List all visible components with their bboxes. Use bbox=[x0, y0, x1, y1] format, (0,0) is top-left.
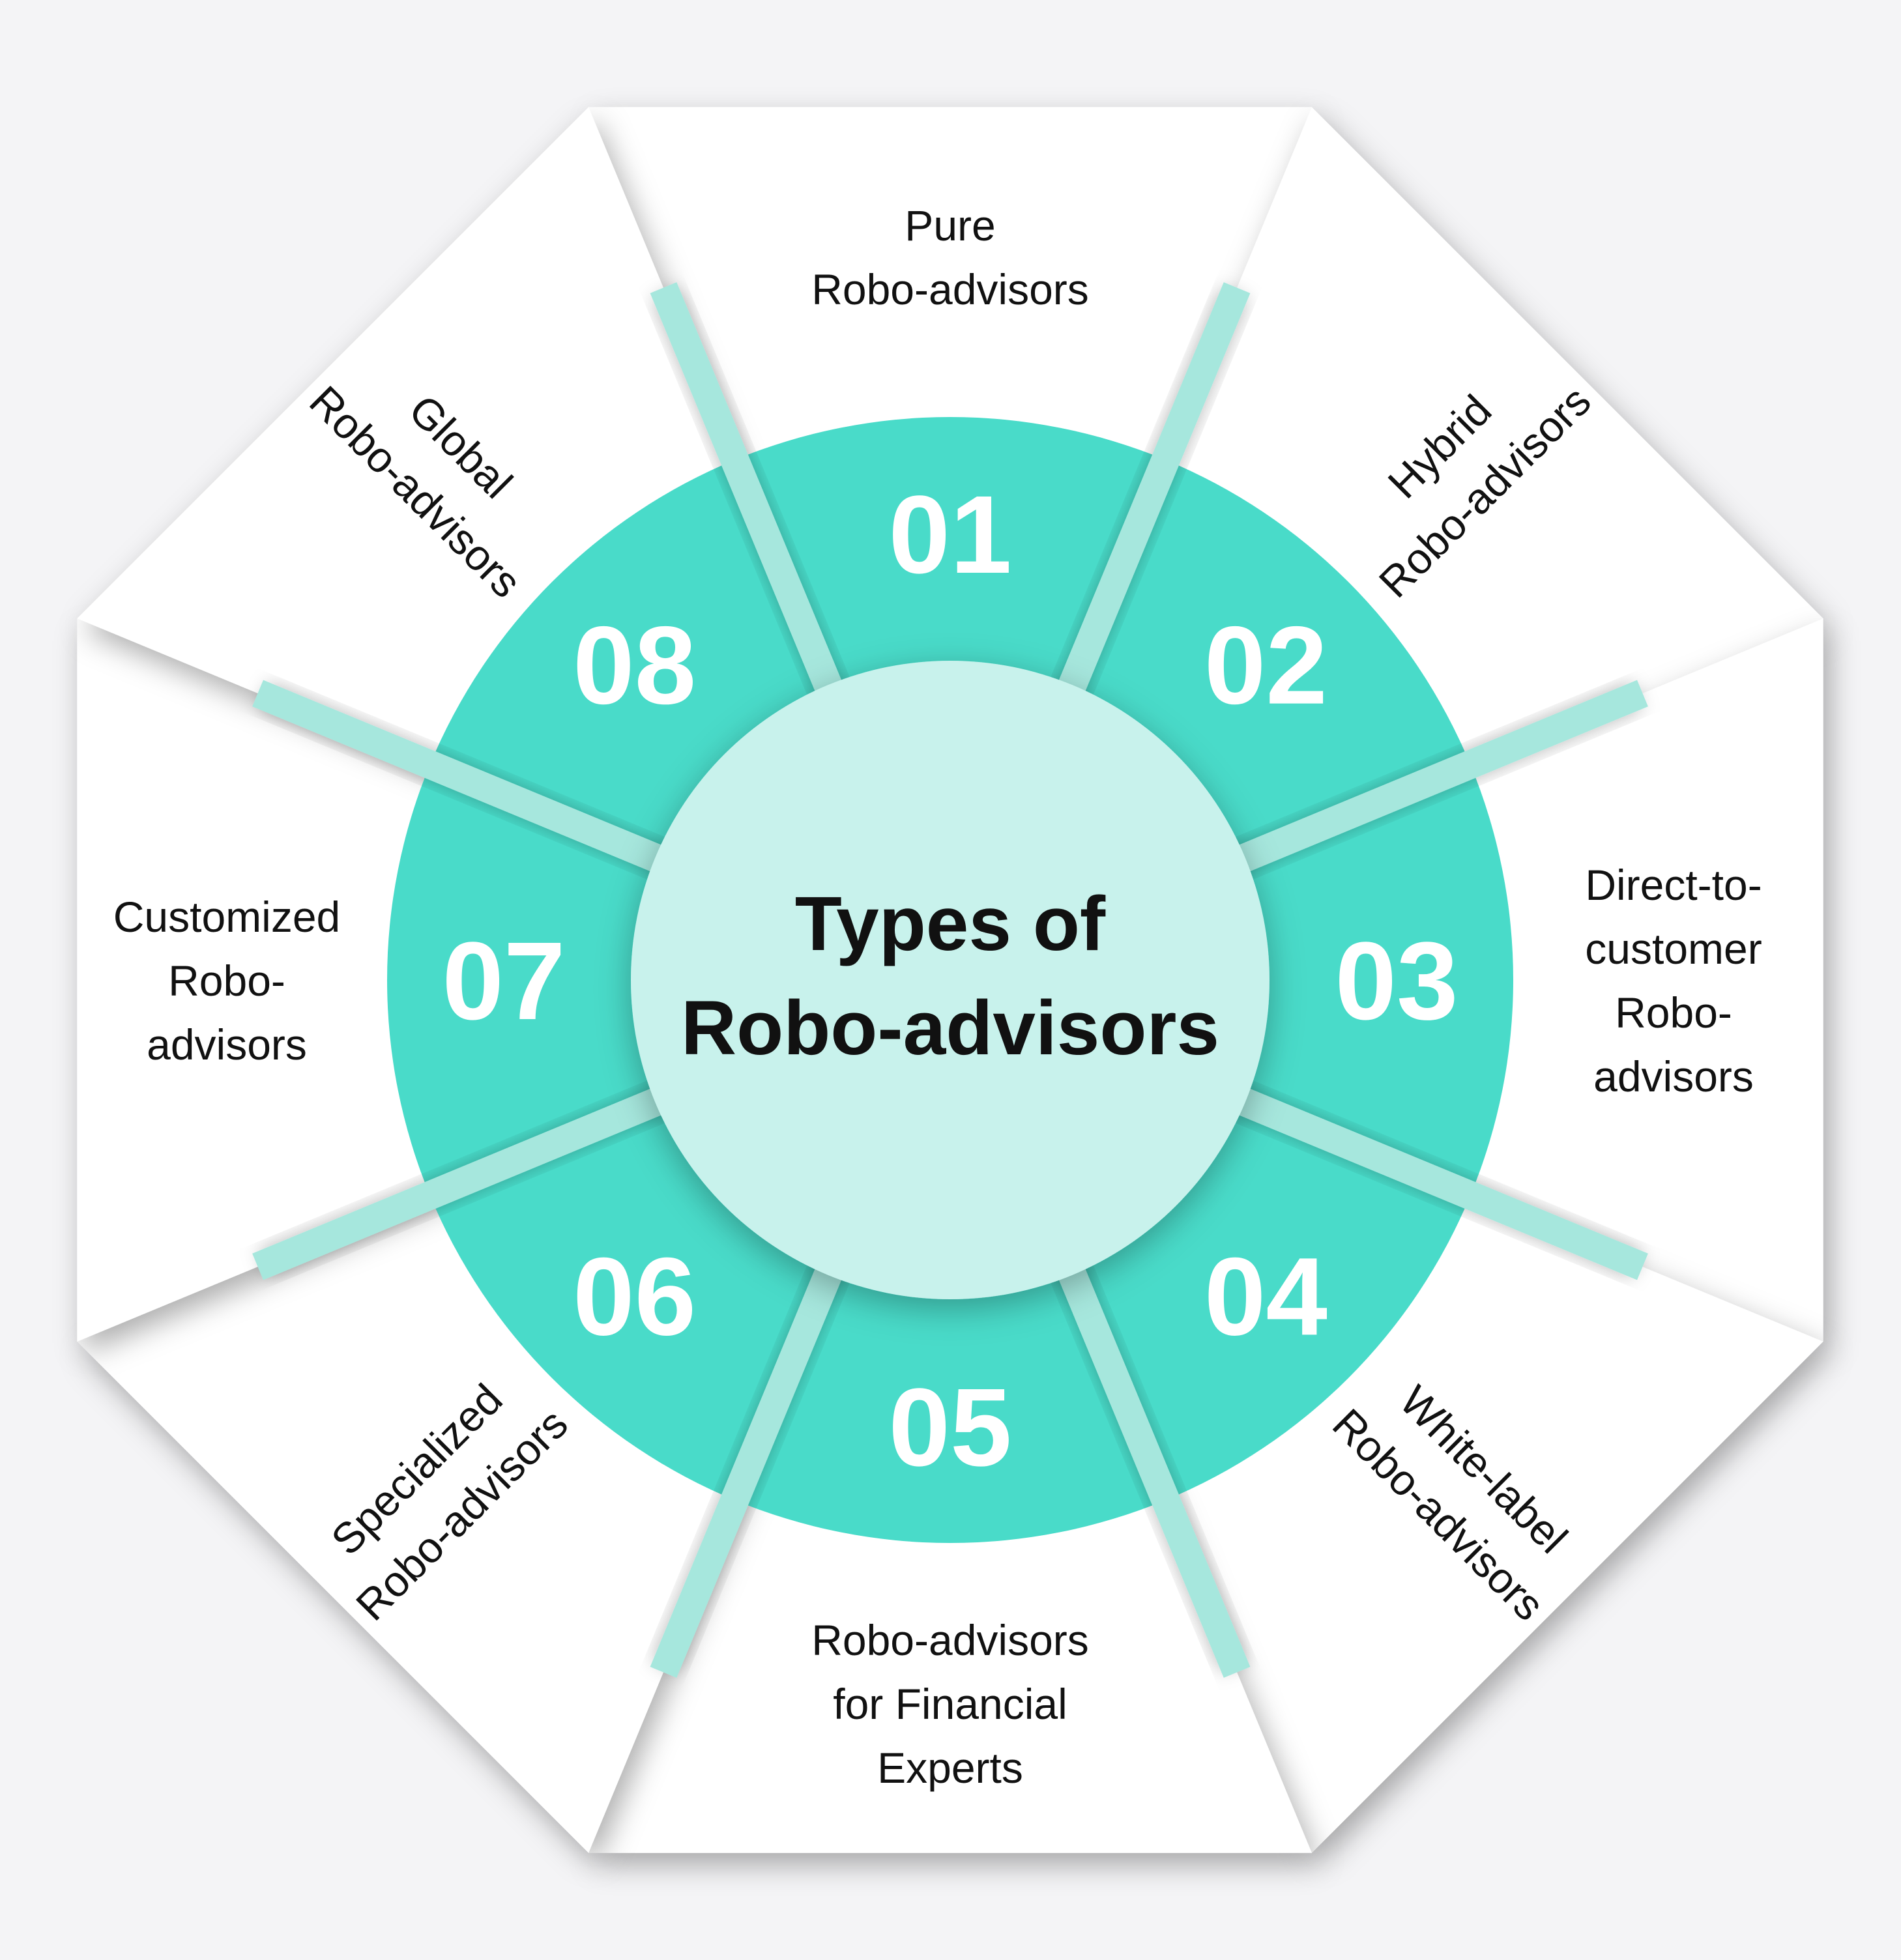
segment-label-line: advisors bbox=[147, 1020, 307, 1069]
segment-number-02: 02 bbox=[1204, 604, 1328, 728]
divider-4 bbox=[1044, 1233, 1251, 1678]
divider-8 bbox=[650, 282, 856, 727]
segment-number-01: 01 bbox=[888, 473, 1011, 597]
segment-label-line: Robo-advisors bbox=[811, 1616, 1089, 1664]
divider-2 bbox=[1203, 680, 1648, 886]
segment-number-05: 05 bbox=[888, 1366, 1011, 1490]
center-circle bbox=[631, 661, 1270, 1299]
segment-number-04: 04 bbox=[1204, 1235, 1328, 1359]
segment-number-03: 03 bbox=[1335, 919, 1458, 1043]
dividers-layer bbox=[252, 282, 1648, 1678]
segment-label-line: Robo-advisors bbox=[811, 265, 1089, 313]
segment-label-line: advisors bbox=[1593, 1052, 1754, 1101]
divider-1 bbox=[1044, 282, 1251, 727]
segment-number-06: 06 bbox=[573, 1235, 696, 1359]
segment-label-line: Pure bbox=[905, 201, 995, 250]
segment-label-line: Robo- bbox=[168, 957, 285, 1005]
segment-number-07: 07 bbox=[442, 919, 565, 1043]
center-title-line-2: Robo-advisors bbox=[681, 985, 1219, 1071]
numbers-layer: 01 02 03 04 05 06 07 08 bbox=[442, 473, 1458, 1490]
segment-label-line: Direct-to- bbox=[1585, 861, 1762, 909]
segment-label-line: customer bbox=[1585, 925, 1762, 973]
segment-label-line: Customized bbox=[113, 893, 340, 941]
divider-7 bbox=[252, 680, 697, 886]
divider-6 bbox=[252, 1074, 697, 1280]
divider-5 bbox=[650, 1233, 856, 1678]
segment-label-line: Experts bbox=[877, 1744, 1023, 1792]
segment-label-line: Robo- bbox=[1615, 988, 1732, 1037]
divider-3 bbox=[1203, 1074, 1648, 1280]
segment-label-line: for Financial bbox=[833, 1680, 1067, 1728]
center-title-line-1: Types of bbox=[795, 881, 1106, 967]
segment-number-08: 08 bbox=[573, 604, 696, 728]
